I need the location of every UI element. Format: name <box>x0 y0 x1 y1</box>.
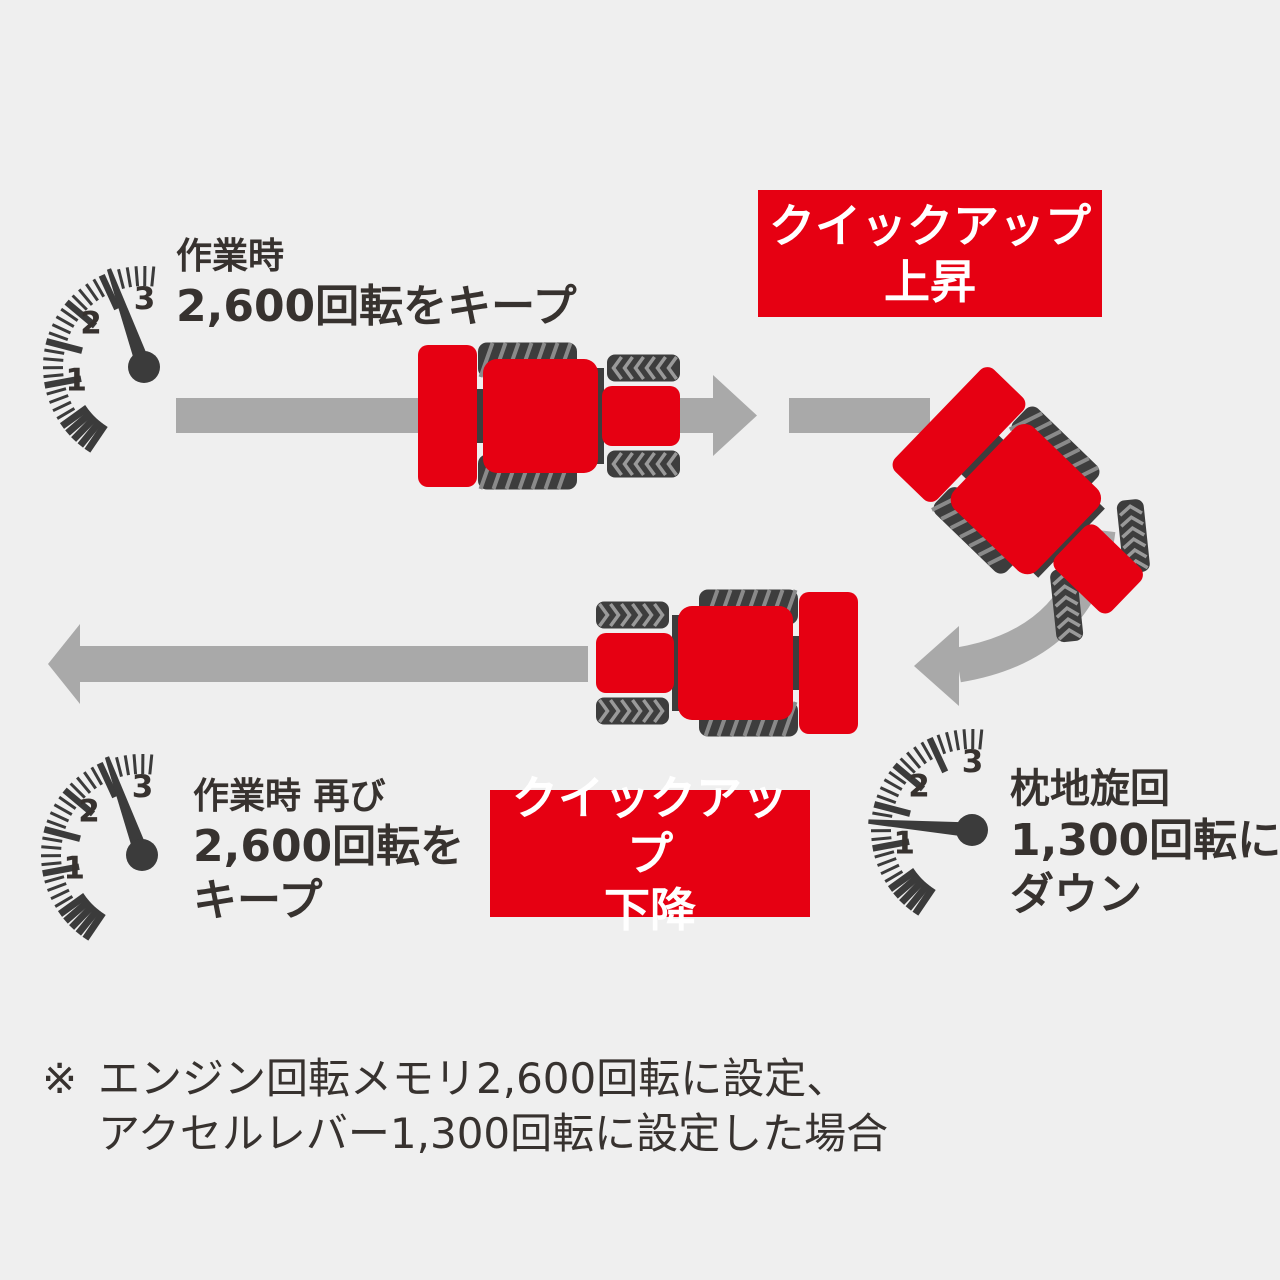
gauge-needle <box>104 756 150 858</box>
gauge-hub <box>956 814 988 846</box>
footnote: ※ エンジン回転メモリ2,600回転に設定、 アクセルレバー1,300回転に設定… <box>42 1051 888 1161</box>
gauge-scale-number: 1 <box>893 826 915 862</box>
tachometer-bottom-right-icon: 1 23 <box>868 728 988 916</box>
gauge-hub <box>126 839 158 871</box>
work-rpm-bottom-label: 作業時 再び 2,600回転を キープ <box>193 774 464 928</box>
footnote-line2: アクセルレバー1,300回転に設定した場合 <box>98 1109 889 1158</box>
gauge-scale-number: 2 <box>78 794 100 830</box>
work-rpm-bottom-line2: 2,600回転を <box>193 821 465 872</box>
work-rpm-top-line2: 2,600回転をキープ <box>176 281 577 332</box>
gauge-scale-number: 1 <box>63 851 85 887</box>
gauge-scale-number: 2 <box>908 769 930 805</box>
tractor-moving-right <box>418 343 682 490</box>
headland-rpm-line2: 1,300回転に <box>1010 815 1280 866</box>
footnote-marker: ※ <box>42 1054 78 1103</box>
quick-up-lower-badge: クイックアップ 下降 <box>490 771 810 937</box>
tachometer-bottom-left-icon: 1 23 <box>40 753 158 941</box>
quick-up-rise-line1: クイックアップ <box>769 198 1091 253</box>
quick-up-lower-line1: クイックアップ <box>512 770 788 881</box>
headland-rpm-line1: 枕地旋回 <box>1010 766 1170 812</box>
gauge-scale-number: 3 <box>962 744 984 780</box>
headland-rpm-label: 枕地旋回 1,300回転に ダウン <box>1010 764 1280 922</box>
gauge-needle <box>868 819 973 838</box>
gauge-scale-number: 3 <box>132 769 154 805</box>
gauge-needle <box>106 268 152 370</box>
gauge-hub <box>128 351 160 383</box>
curved-turn-arrow-head <box>914 626 959 706</box>
gauge-scale-number: 3 <box>134 281 156 317</box>
footnote-line1: ※ エンジン回転メモリ2,600回転に設定、 <box>42 1051 888 1106</box>
tractor-moving-left <box>594 590 858 737</box>
work-rpm-top-line1: 作業時 <box>176 236 285 277</box>
quick-up-lower-line2: 下降 <box>604 882 696 937</box>
left-arrow-shaft <box>80 646 588 682</box>
right-arrow2-shaft <box>789 398 930 433</box>
work-rpm-bottom-line3: キープ <box>193 875 323 926</box>
quick-up-rise-line2: 上昇 <box>884 254 976 309</box>
tachometer-top-left-icon: 1 23 <box>42 265 160 453</box>
work-rpm-bottom-line1: 作業時 再び <box>193 776 386 817</box>
footnote-line1-text: エンジン回転メモリ2,600回転に設定、 <box>98 1054 849 1103</box>
quick-up-rise-badge: クイックアップ 上昇 <box>758 190 1102 317</box>
right-arrow-head <box>713 375 757 456</box>
gauge-scale-number: 2 <box>80 306 102 342</box>
work-rpm-top-label: 作業時 2,600回転をキープ <box>176 234 577 334</box>
left-arrow-head <box>48 624 80 704</box>
gauge-scale-number: 1 <box>65 363 87 399</box>
headland-rpm-line3: ダウン <box>1010 869 1142 920</box>
